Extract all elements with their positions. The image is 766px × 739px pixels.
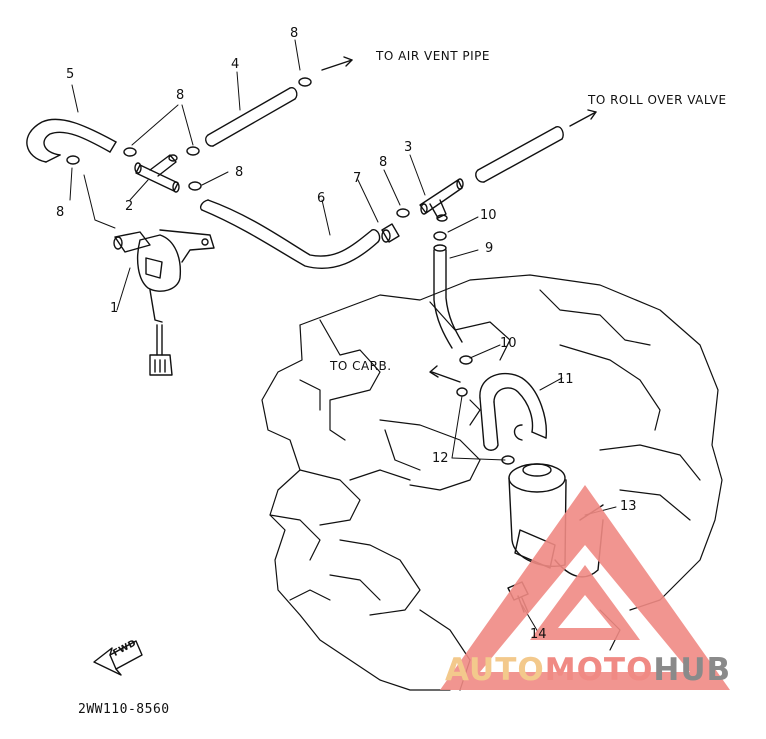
- callout-2: 2: [125, 199, 134, 214]
- callout-7: 7: [353, 171, 362, 186]
- callout-11: 11: [557, 372, 574, 387]
- callout-8: 8: [290, 26, 299, 41]
- valve-1: [113, 229, 215, 376]
- note-carb: TO CARB.: [330, 359, 392, 373]
- callout-8: 8: [176, 88, 185, 103]
- hose-roll-over: [475, 126, 564, 183]
- watermark-logo-triangle: [440, 485, 730, 690]
- callout-4: 4: [231, 57, 240, 72]
- hose-4: [205, 87, 298, 147]
- callout-6: 6: [317, 191, 326, 206]
- callout-10: 10: [480, 208, 497, 223]
- hose-11: [479, 372, 547, 451]
- callout-8: 8: [56, 205, 65, 220]
- t-joint-2: [134, 154, 180, 193]
- callout-5: 5: [66, 67, 75, 82]
- callout-12: 12: [432, 451, 449, 466]
- watermark-hub: HUB: [653, 652, 732, 688]
- callout-9: 9: [485, 241, 494, 256]
- fwd-arrow: [93, 640, 143, 676]
- direction-arrows: [321, 56, 597, 383]
- leader-lines: [69, 39, 617, 633]
- callout-3: 3: [404, 140, 413, 155]
- watermark-auto: AUTO: [445, 652, 545, 688]
- callout-8: 8: [235, 165, 244, 180]
- callout-8: 8: [379, 155, 388, 170]
- callout-14: 14: [530, 627, 547, 642]
- joint-7: [381, 223, 400, 243]
- callout-1: 1: [110, 301, 119, 316]
- hose-5: [26, 118, 117, 163]
- engine-outline: [261, 274, 723, 691]
- note-air-vent: TO AIR VENT PIPE: [376, 49, 490, 63]
- t-joint-3: [419, 178, 464, 222]
- clamps: [66, 77, 515, 465]
- note-roll-over: TO ROLL OVER VALVE: [588, 93, 727, 107]
- callout-13: 13: [620, 499, 637, 514]
- callout-10: 10: [500, 336, 517, 351]
- watermark-logo-text: AUTOMOTOHUB: [445, 655, 731, 686]
- hose-6: [199, 199, 381, 270]
- hose-9: [433, 244, 463, 349]
- watermark-moto: MOTO: [544, 652, 654, 688]
- part-code: 2WW110-8560: [78, 702, 170, 717]
